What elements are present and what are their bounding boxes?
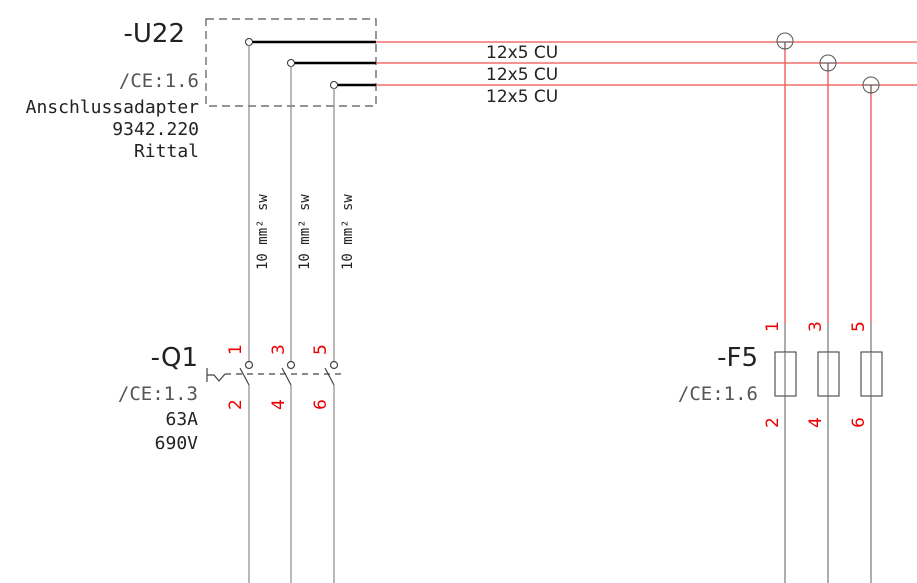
q1-pin-1: 1	[226, 344, 246, 355]
u22-ref: /CE:1.6	[119, 70, 199, 92]
cable-label-2: 12x5 CU	[486, 65, 558, 85]
u22-maker: Rittal	[134, 141, 199, 162]
q1-pin-5: 5	[311, 344, 331, 355]
q1-switch	[206, 360, 345, 386]
q1-pin-3: 3	[269, 344, 289, 355]
f5-pin-2: 2	[763, 417, 783, 428]
adapter-terminals	[249, 40, 376, 87]
u22-tag: -U22	[124, 19, 186, 49]
f5-pin-3: 3	[806, 321, 826, 332]
wire-label-2: 10 mm² sw	[297, 194, 313, 270]
f5-pin-1: 1	[763, 321, 783, 332]
q1-wires	[248, 45, 335, 583]
q1-voltage: 690V	[155, 433, 199, 454]
u22-part: 9342.220	[112, 119, 199, 140]
cable-label-1: 12x5 CU	[486, 43, 558, 63]
q1-ref: /CE:1.3	[118, 383, 198, 405]
f5-pin-4: 4	[806, 417, 826, 428]
q1-pin-6: 6	[311, 399, 331, 410]
f5-red-taps	[784, 42, 872, 323]
tap-junctions	[776, 32, 880, 94]
wire-label-3: 10 mm² sw	[340, 194, 356, 270]
q1-pin-2: 2	[226, 399, 246, 410]
q1-current: 63A	[165, 409, 198, 430]
f5-pin-5: 5	[849, 321, 869, 332]
cable-label-3: 12x5 CU	[486, 87, 558, 107]
f5-pin-6: 6	[849, 417, 869, 428]
q1-tag: -Q1	[151, 343, 198, 373]
u22-desc: Anschlussadapter	[26, 97, 200, 118]
f5-ref: /CE:1.6	[678, 383, 758, 405]
q1-pin-4: 4	[269, 399, 289, 410]
f5-tag: -F5	[717, 343, 758, 373]
wire-label-1: 10 mm² sw	[255, 194, 271, 270]
